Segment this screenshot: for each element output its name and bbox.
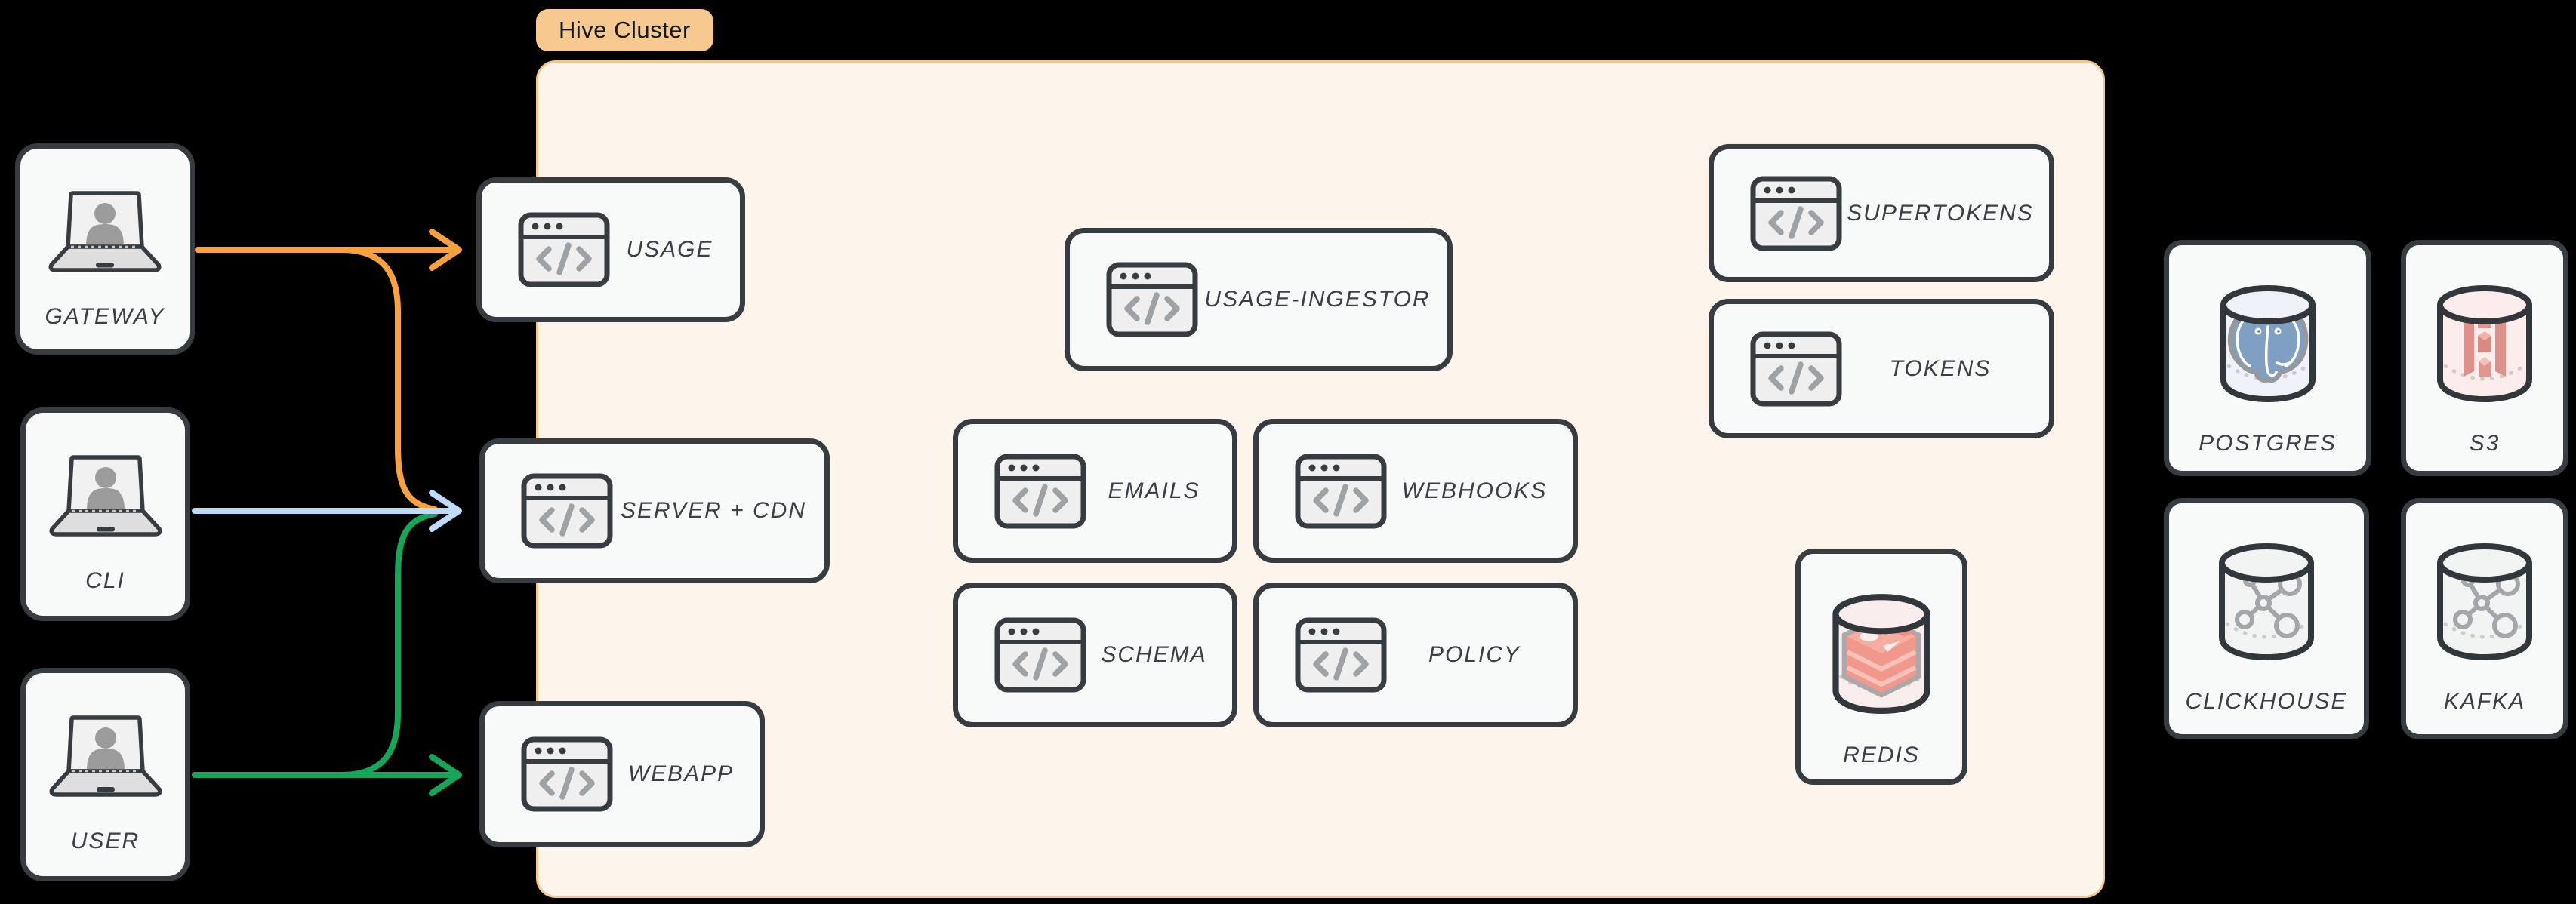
node-label: WEBAPP [627, 761, 735, 786]
s3-logo [2464, 307, 2506, 377]
code-window-icon [1750, 331, 1842, 406]
code-window-icon [521, 736, 613, 812]
code-window-icon [1750, 176, 1842, 251]
node-redis: REDIS [1795, 549, 1967, 785]
node-label: SUPERTOKENS [1847, 200, 2034, 226]
laptop-user-icon [49, 455, 162, 537]
database-cylinder-icon [1832, 594, 1930, 714]
database-cylinder-icon [2220, 285, 2316, 402]
node-label: SERVER + CDN [620, 498, 806, 523]
node-label: EMAILS [1108, 478, 1200, 503]
node-label: USER [70, 829, 140, 853]
database-cylinder-icon [2437, 285, 2532, 402]
laptop-user-icon [48, 191, 162, 272]
node-label: WEBHOOKS [1401, 478, 1548, 503]
node-label: CLICKHOUSE [2185, 689, 2348, 714]
node-supertokens: SUPERTOKENS [1709, 144, 2054, 282]
code-window-icon [994, 454, 1086, 528]
code-window-icon [1295, 617, 1387, 693]
arrowhead [429, 754, 462, 796]
code-window-icon [521, 473, 613, 549]
node-label: USAGE [626, 237, 713, 262]
database-cylinder-icon [2437, 543, 2532, 660]
arrowhead [429, 229, 462, 271]
node-label: POLICY [1428, 642, 1521, 667]
node-label: REDIS [1843, 743, 1920, 767]
node-label: TOKENS [1889, 355, 1992, 381]
code-window-icon [1295, 454, 1387, 528]
node-label: GATEWAY [45, 304, 165, 329]
node-label: S3 [2469, 431, 2501, 456]
node-policy: POLICY [1253, 583, 1578, 727]
database-cylinder-icon [2219, 543, 2314, 660]
node-user: USER [20, 668, 190, 881]
node-label: KAFKA [2443, 689, 2526, 714]
code-window-icon [518, 212, 610, 287]
node-schema: SCHEMA [953, 583, 1237, 727]
node-webhooks: WEBHOOKS [1253, 419, 1578, 563]
node-emails: EMAILS [953, 419, 1237, 563]
molecule-logo [2235, 572, 2302, 638]
node-label: CLI [85, 568, 125, 593]
node-label: POSTGRES [2199, 431, 2337, 456]
code-window-icon [994, 617, 1086, 693]
edge-gateway-server-cdn [338, 247, 438, 512]
node-postgres: POSTGRES [2164, 240, 2371, 476]
cluster-tag-label: Hive Cluster [559, 17, 691, 43]
node-usage: USAGE [476, 177, 745, 322]
node-kafka: KAFKA [2401, 498, 2568, 739]
laptop-user-icon [49, 715, 162, 797]
arrowhead [429, 490, 462, 532]
node-usage-ingestor: USAGE-INGESTOR [1065, 228, 1453, 371]
node-clickhouse: CLICKHOUSE [2164, 498, 2369, 739]
cluster-tag: Hive Cluster [536, 9, 713, 51]
node-label: SCHEMA [1101, 642, 1207, 667]
node-server-cdn: SERVER + CDN [479, 438, 830, 583]
node-gateway: GATEWAY [15, 143, 195, 355]
node-label: USAGE-INGESTOR [1204, 287, 1431, 312]
redis-logo [1841, 613, 1921, 698]
node-cli: CLI [20, 407, 190, 621]
code-window-icon [1106, 262, 1198, 337]
node-s3: S3 [2401, 240, 2568, 476]
node-webapp: WEBAPP [479, 701, 765, 847]
node-tokens: TOKENS [1709, 299, 2054, 438]
edge-user-server-cdn [338, 511, 438, 778]
